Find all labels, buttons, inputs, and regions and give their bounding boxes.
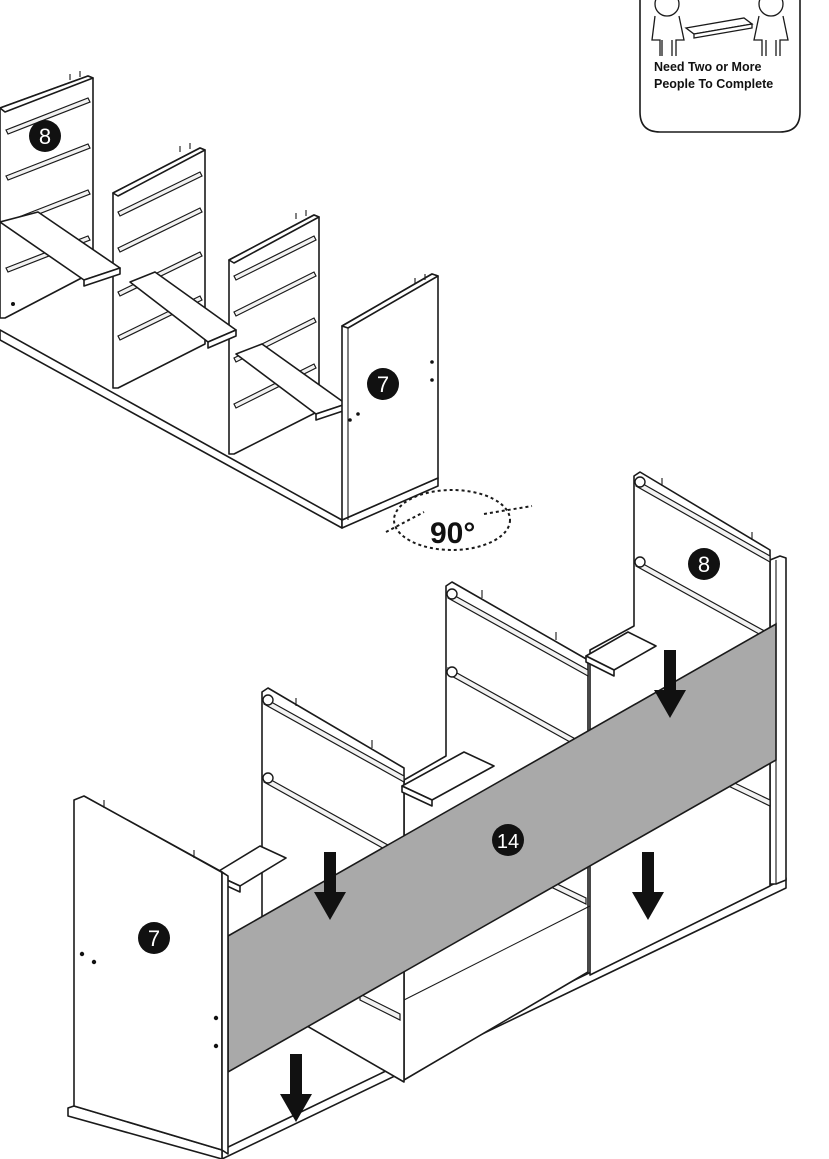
warning-line-1: Need Two or More <box>654 60 761 74</box>
svg-text:7: 7 <box>148 926 160 951</box>
part-badge-14: 14 <box>492 824 524 856</box>
part-badge-7-bottom: 7 <box>138 922 170 954</box>
part-badge-8-bottom: 8 <box>688 548 720 580</box>
two-people-warning: Need Two or More People To Complete <box>639 0 801 133</box>
rotation-indicator: 90° <box>385 489 533 551</box>
arrow-down-icon <box>654 650 686 718</box>
top-assembly: 8 7 <box>0 71 439 529</box>
part-badge-8-top: 8 <box>29 120 61 152</box>
top-divider-panel-3 <box>228 210 320 455</box>
arrow-down-icon <box>632 852 664 920</box>
part-badge-7-top: 7 <box>367 368 399 400</box>
two-people-icon <box>651 0 789 56</box>
warning-line-2: People To Complete <box>654 77 773 91</box>
top-divider-panel-2 <box>112 143 206 389</box>
bottom-left-side-panel <box>73 795 229 1155</box>
bottom-assembly: 8 14 7 <box>67 471 787 1159</box>
arrow-down-icon <box>280 1054 312 1122</box>
svg-text:8: 8 <box>39 124 51 149</box>
svg-text:14: 14 <box>497 831 519 853</box>
arrow-down-icon <box>314 852 346 920</box>
svg-text:7: 7 <box>377 372 389 397</box>
svg-text:8: 8 <box>698 552 710 577</box>
rotation-angle: 90° <box>430 517 475 550</box>
top-divider-panel-1 <box>0 71 94 319</box>
